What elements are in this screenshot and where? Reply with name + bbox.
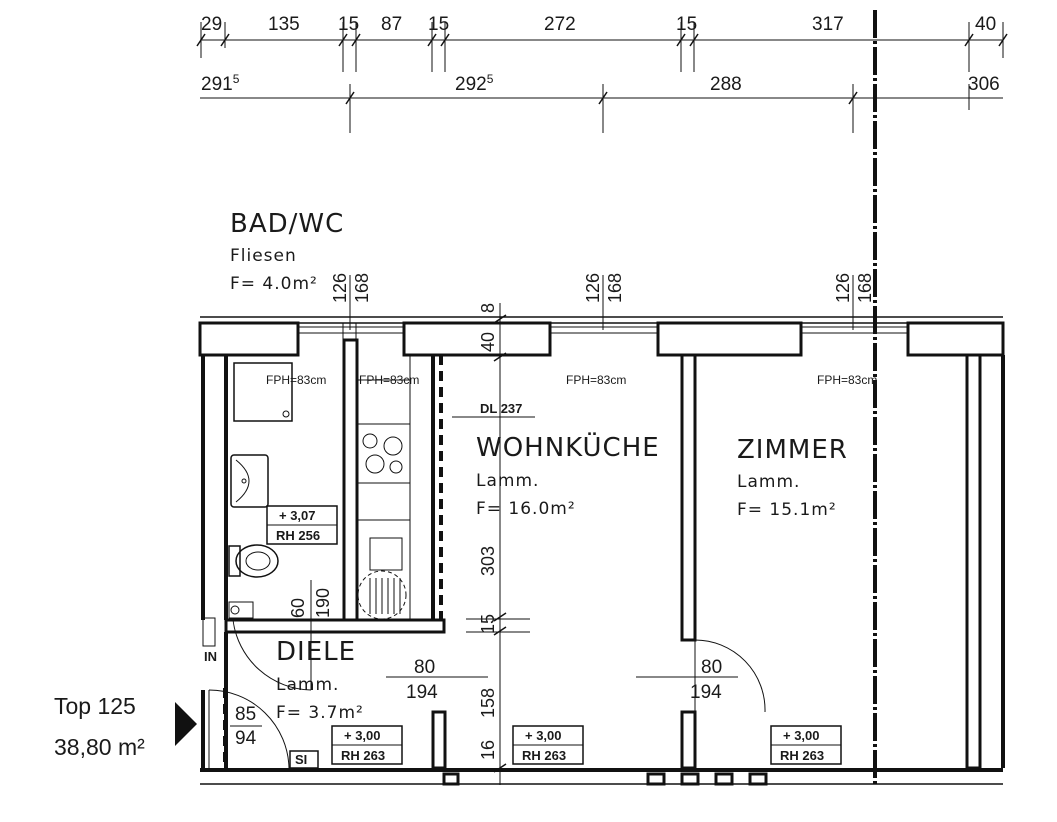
in-label: IN xyxy=(204,649,217,664)
level-tag-zimmer: + 3,00 RH 263 xyxy=(770,725,842,765)
bath-floor: Fliesen xyxy=(230,246,297,266)
shower-tray xyxy=(233,362,293,422)
entry-door-height: 94 xyxy=(235,728,257,749)
entry-door: 85 94 xyxy=(208,689,290,769)
bath-door-height: 190 xyxy=(313,588,333,618)
win-dim-168c: 168 xyxy=(855,273,875,303)
exterior-wall xyxy=(198,316,1005,357)
dl-label: DL 237 xyxy=(480,401,522,416)
bath-room-name: BAD/WC xyxy=(230,209,344,239)
dim-40: 40 xyxy=(975,14,996,35)
fph-label-zimmer: FPH=83cm xyxy=(817,373,877,387)
dim-291-sup: 5 xyxy=(233,72,240,86)
bath-fixtures xyxy=(228,362,293,619)
dim-292-sup: 5 xyxy=(487,72,494,86)
bath-rh: RH 256 xyxy=(276,528,320,543)
entry-door-width: 85 xyxy=(235,704,256,725)
win-dim-126a: 126 xyxy=(330,273,350,303)
fph-label-bath: FPH=83cm xyxy=(266,373,326,387)
dim-15-wall: 15 xyxy=(478,614,498,634)
washbasin xyxy=(230,454,269,508)
diele-floor: Lamm. xyxy=(276,675,339,695)
kitchen-door-width: 80 xyxy=(414,657,435,678)
win-dim-168a: 168 xyxy=(352,273,372,303)
win-dim-168b: 168 xyxy=(605,273,625,303)
diele-room-name: DIELE xyxy=(276,637,356,667)
bath-area: F= 4.0m² xyxy=(230,274,318,294)
dim-87: 87 xyxy=(381,14,402,35)
dim-303: 303 xyxy=(478,546,498,576)
second-dimension-chain: 2915 2925 288 306 xyxy=(200,72,1003,133)
zimmer-area: F= 15.1m² xyxy=(737,500,837,520)
dim-317: 317 xyxy=(812,14,844,35)
kitchen-door-height: 194 xyxy=(406,682,438,703)
win-dim-126c: 126 xyxy=(833,273,853,303)
zimmer-level: + 3,00 xyxy=(783,728,820,743)
bath-door: 60 190 xyxy=(232,580,333,691)
fph-label-kitchen: FPH=83cm xyxy=(566,373,626,387)
diele-level: + 3,00 xyxy=(344,728,381,743)
hob-icon xyxy=(362,433,378,449)
zimmer-rh: RH 263 xyxy=(780,748,824,763)
kitchen-sink xyxy=(369,537,403,571)
dim-15b: 15 xyxy=(428,14,449,35)
dim-135: 135 xyxy=(268,14,300,35)
dim-8: 8 xyxy=(478,303,498,313)
zimmer-room-name: ZIMMER xyxy=(737,435,848,465)
diele-area: F= 3.7m² xyxy=(276,703,364,723)
kitchen-door: 80 194 xyxy=(386,657,488,703)
kitchen-level: + 3,00 xyxy=(525,728,562,743)
dim-306: 306 xyxy=(968,74,1000,95)
window-dims: 126 168 126 168 126 168 xyxy=(330,273,875,330)
dim-158: 158 xyxy=(478,688,498,718)
zimmer-door: 80 194 xyxy=(636,639,766,713)
bath-door-width: 60 xyxy=(288,598,308,618)
entrance-arrow-icon xyxy=(175,702,197,746)
fph-label-kitchen-left: FPH=83cm xyxy=(359,373,419,387)
si-label: SI xyxy=(295,752,307,767)
dim-40-wall: 40 xyxy=(478,332,498,352)
top-dimension-chain: 29 135 15 87 15 272 15 317 40 xyxy=(196,14,1008,72)
dim-291: 291 xyxy=(201,74,233,95)
dim-16: 16 xyxy=(478,740,498,760)
kitchen-rh: RH 263 xyxy=(522,748,566,763)
kitchen-area: F= 16.0m² xyxy=(476,499,576,519)
svg-text:2915: 2915 xyxy=(201,72,240,95)
kitchen-floor: Lamm. xyxy=(476,471,539,491)
unit-area: 38,80 m² xyxy=(54,734,145,760)
level-tag-diele: + 3,00 RH 263 xyxy=(331,725,403,765)
kitchen-room-name: WOHNKÜCHE xyxy=(476,431,660,463)
zimmer-door-height: 194 xyxy=(690,682,722,703)
bath-level: + 3,07 xyxy=(279,508,316,523)
diele-rh: RH 263 xyxy=(341,748,385,763)
win-dim-126b: 126 xyxy=(583,273,603,303)
zimmer-floor: Lamm. xyxy=(737,472,800,492)
unit-number: Top 125 xyxy=(54,693,136,719)
zimmer-door-width: 80 xyxy=(701,657,722,678)
dim-15c: 15 xyxy=(676,14,697,35)
toilet xyxy=(235,544,279,578)
dim-15a: 15 xyxy=(338,14,359,35)
svg-text:2925: 2925 xyxy=(455,72,494,95)
level-tag-kitchen: + 3,00 RH 263 xyxy=(512,725,584,765)
dim-292: 292 xyxy=(455,74,487,95)
kitchen-fixtures xyxy=(223,355,443,768)
kitchen-vertical-dimension: 8 40 303 15 158 16 xyxy=(466,303,530,785)
dim-288: 288 xyxy=(710,74,742,95)
dim-272: 272 xyxy=(544,14,576,35)
level-tag-bath: + 3,07 RH 256 xyxy=(266,505,338,545)
dim-29: 29 xyxy=(201,14,222,35)
